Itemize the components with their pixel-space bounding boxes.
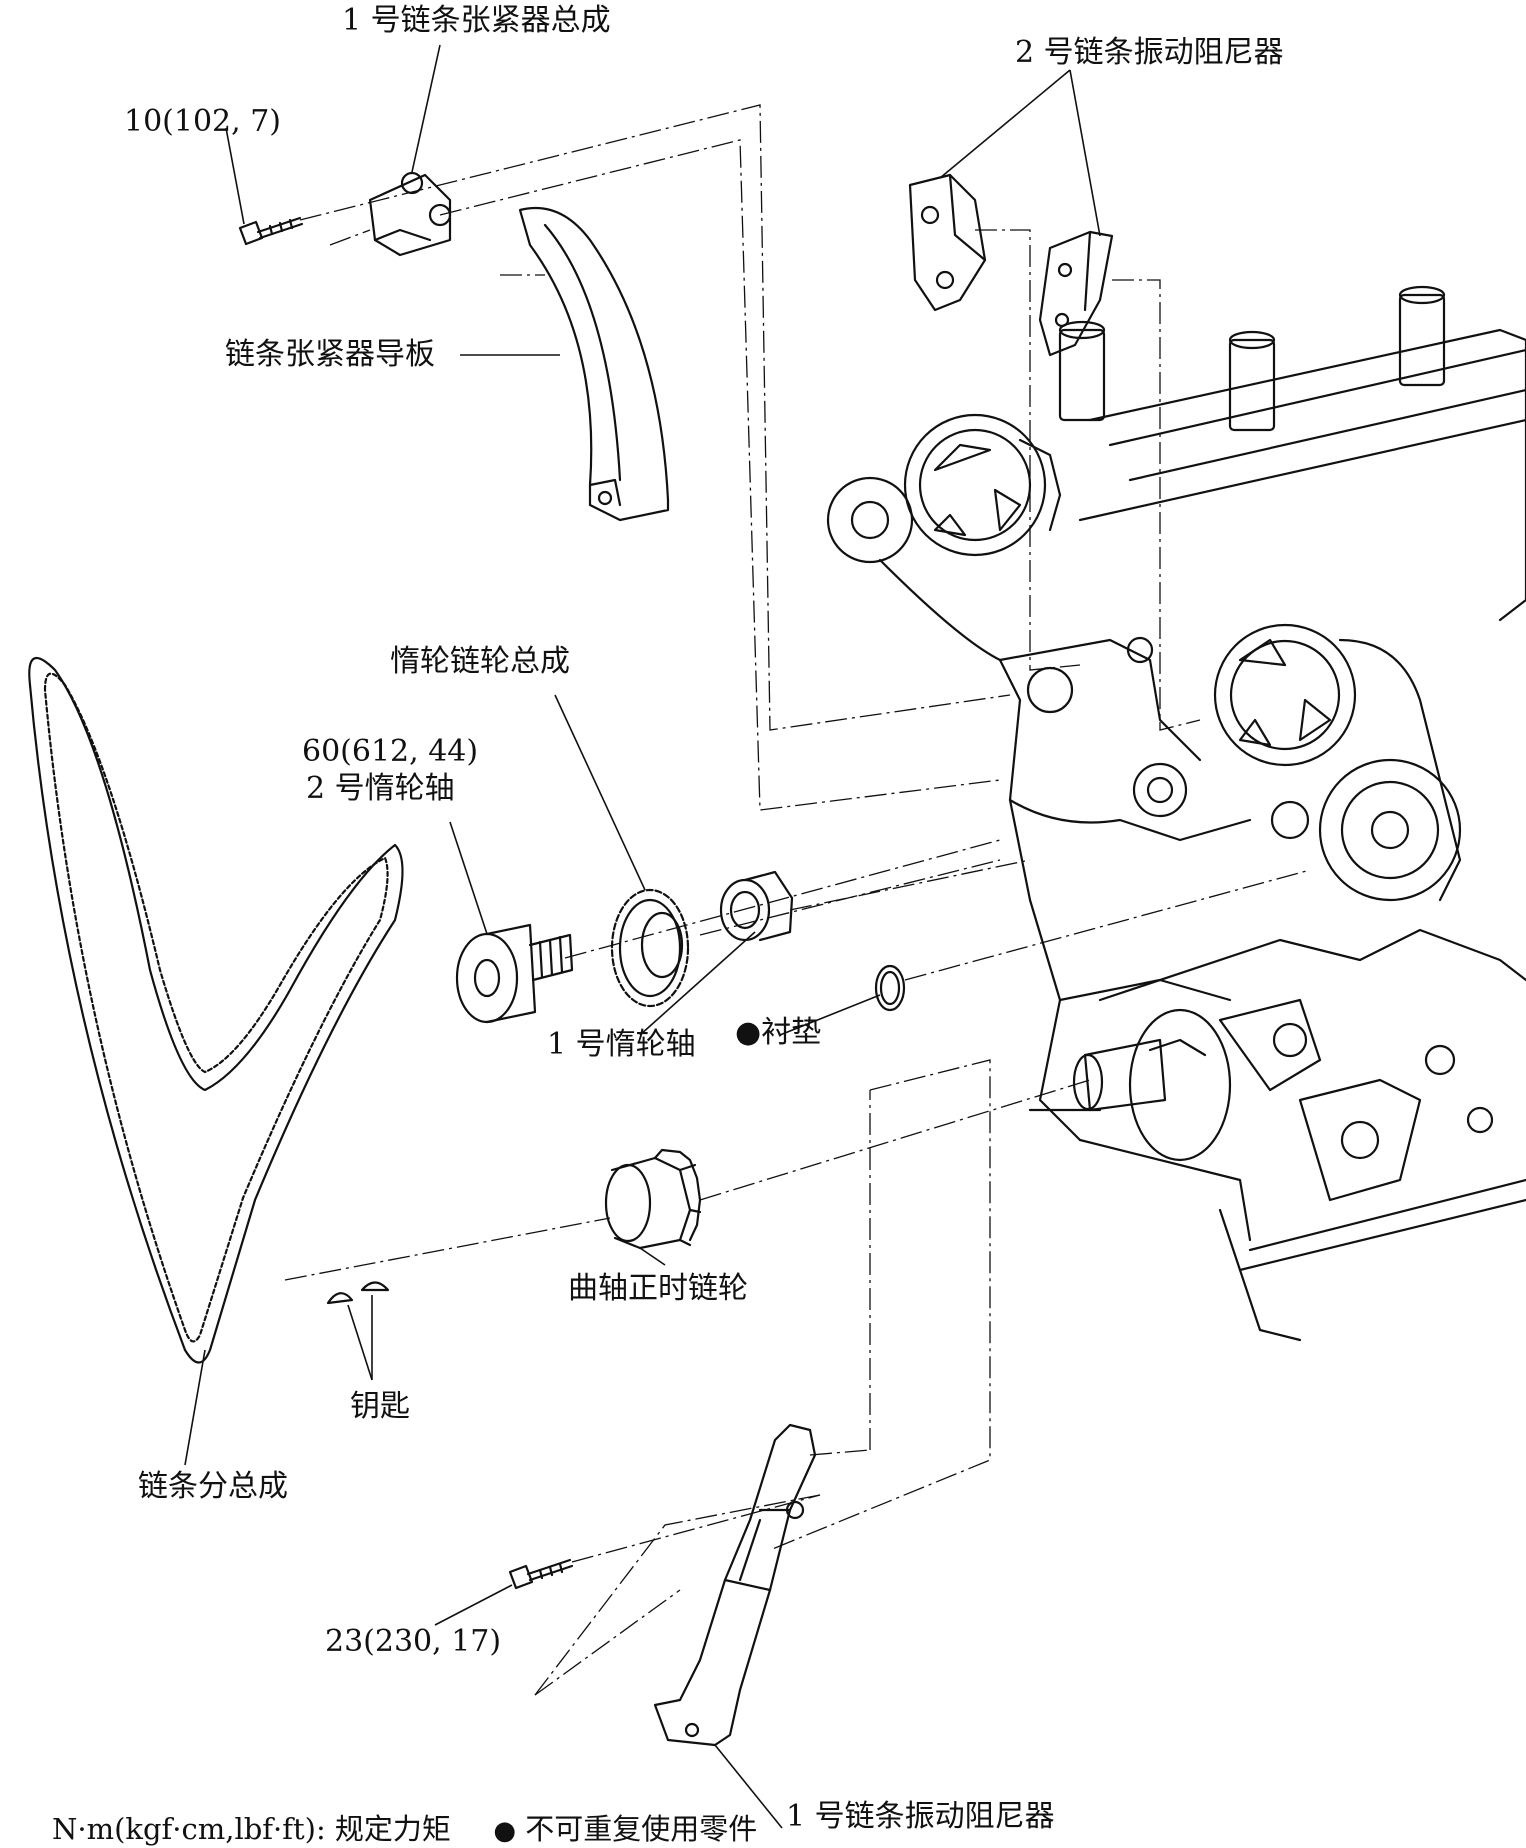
idler-shaft-no2 <box>455 923 574 1024</box>
chain-damper-no1 <box>653 1423 817 1747</box>
label-idler-shaft-no2: 2 号惰轮轴 <box>306 771 455 806</box>
crankshaft-timing-sprocket <box>604 1148 702 1250</box>
label-idler-sprocket: 惰轮链轮总成 <box>390 644 570 679</box>
label-chain-damper-no1: 1 号链条振动阻尼器 <box>786 1799 1055 1834</box>
damper-bolt <box>508 1558 574 1590</box>
label-torque-tensioner-bolt: 10(102, 7) <box>124 104 282 139</box>
idler-sprocket-assembly <box>610 888 690 1008</box>
label-chain-subassembly: 链条分总成 <box>138 1469 288 1504</box>
idler-shaft-no1 <box>719 870 794 942</box>
chain-tensioner-slipper <box>518 206 670 522</box>
leader-lines <box>184 44 1101 1829</box>
gasket-o-ring <box>874 964 906 1012</box>
engine-block <box>826 285 1526 1342</box>
legend: N·m(kgf·cm,lbf·ft): 规定力矩 ● 不可重复使用零件 <box>52 1812 757 1848</box>
woodruff-keys <box>326 1281 390 1305</box>
legend-non-reusable: 不可重复使用零件 <box>525 1812 758 1846</box>
chain-damper-no2 <box>908 173 1114 357</box>
label-chain-damper-no2: 2 号链条振动阻尼器 <box>1015 35 1284 70</box>
label-torque-damper-bolt: 23(230, 17) <box>325 1624 502 1659</box>
label-crankshaft-sprocket: 曲轴正时链轮 <box>568 1271 748 1306</box>
label-idler-shaft-no1: 1 号惰轮轴 <box>547 1027 696 1062</box>
label-tensioner-assembly: 1 号链条张紧器总成 <box>342 3 611 38</box>
alignment-lines <box>284 104 1311 1696</box>
legend-bullet: ● <box>493 1816 517 1846</box>
timing-chain <box>28 657 404 1364</box>
tensioner-bolt <box>238 216 304 246</box>
label-torque-idler-shaft: 60(612, 44) <box>302 734 479 769</box>
chain-tensioner-assembly <box>368 171 452 257</box>
label-key: 钥匙 <box>350 1389 410 1424</box>
legend-torque-unit: N·m(kgf·cm,lbf·ft): 规定力矩 <box>52 1812 451 1846</box>
label-gasket: ●衬垫 <box>735 1015 822 1050</box>
label-tensioner-slipper: 链条张紧器导板 <box>225 337 435 372</box>
